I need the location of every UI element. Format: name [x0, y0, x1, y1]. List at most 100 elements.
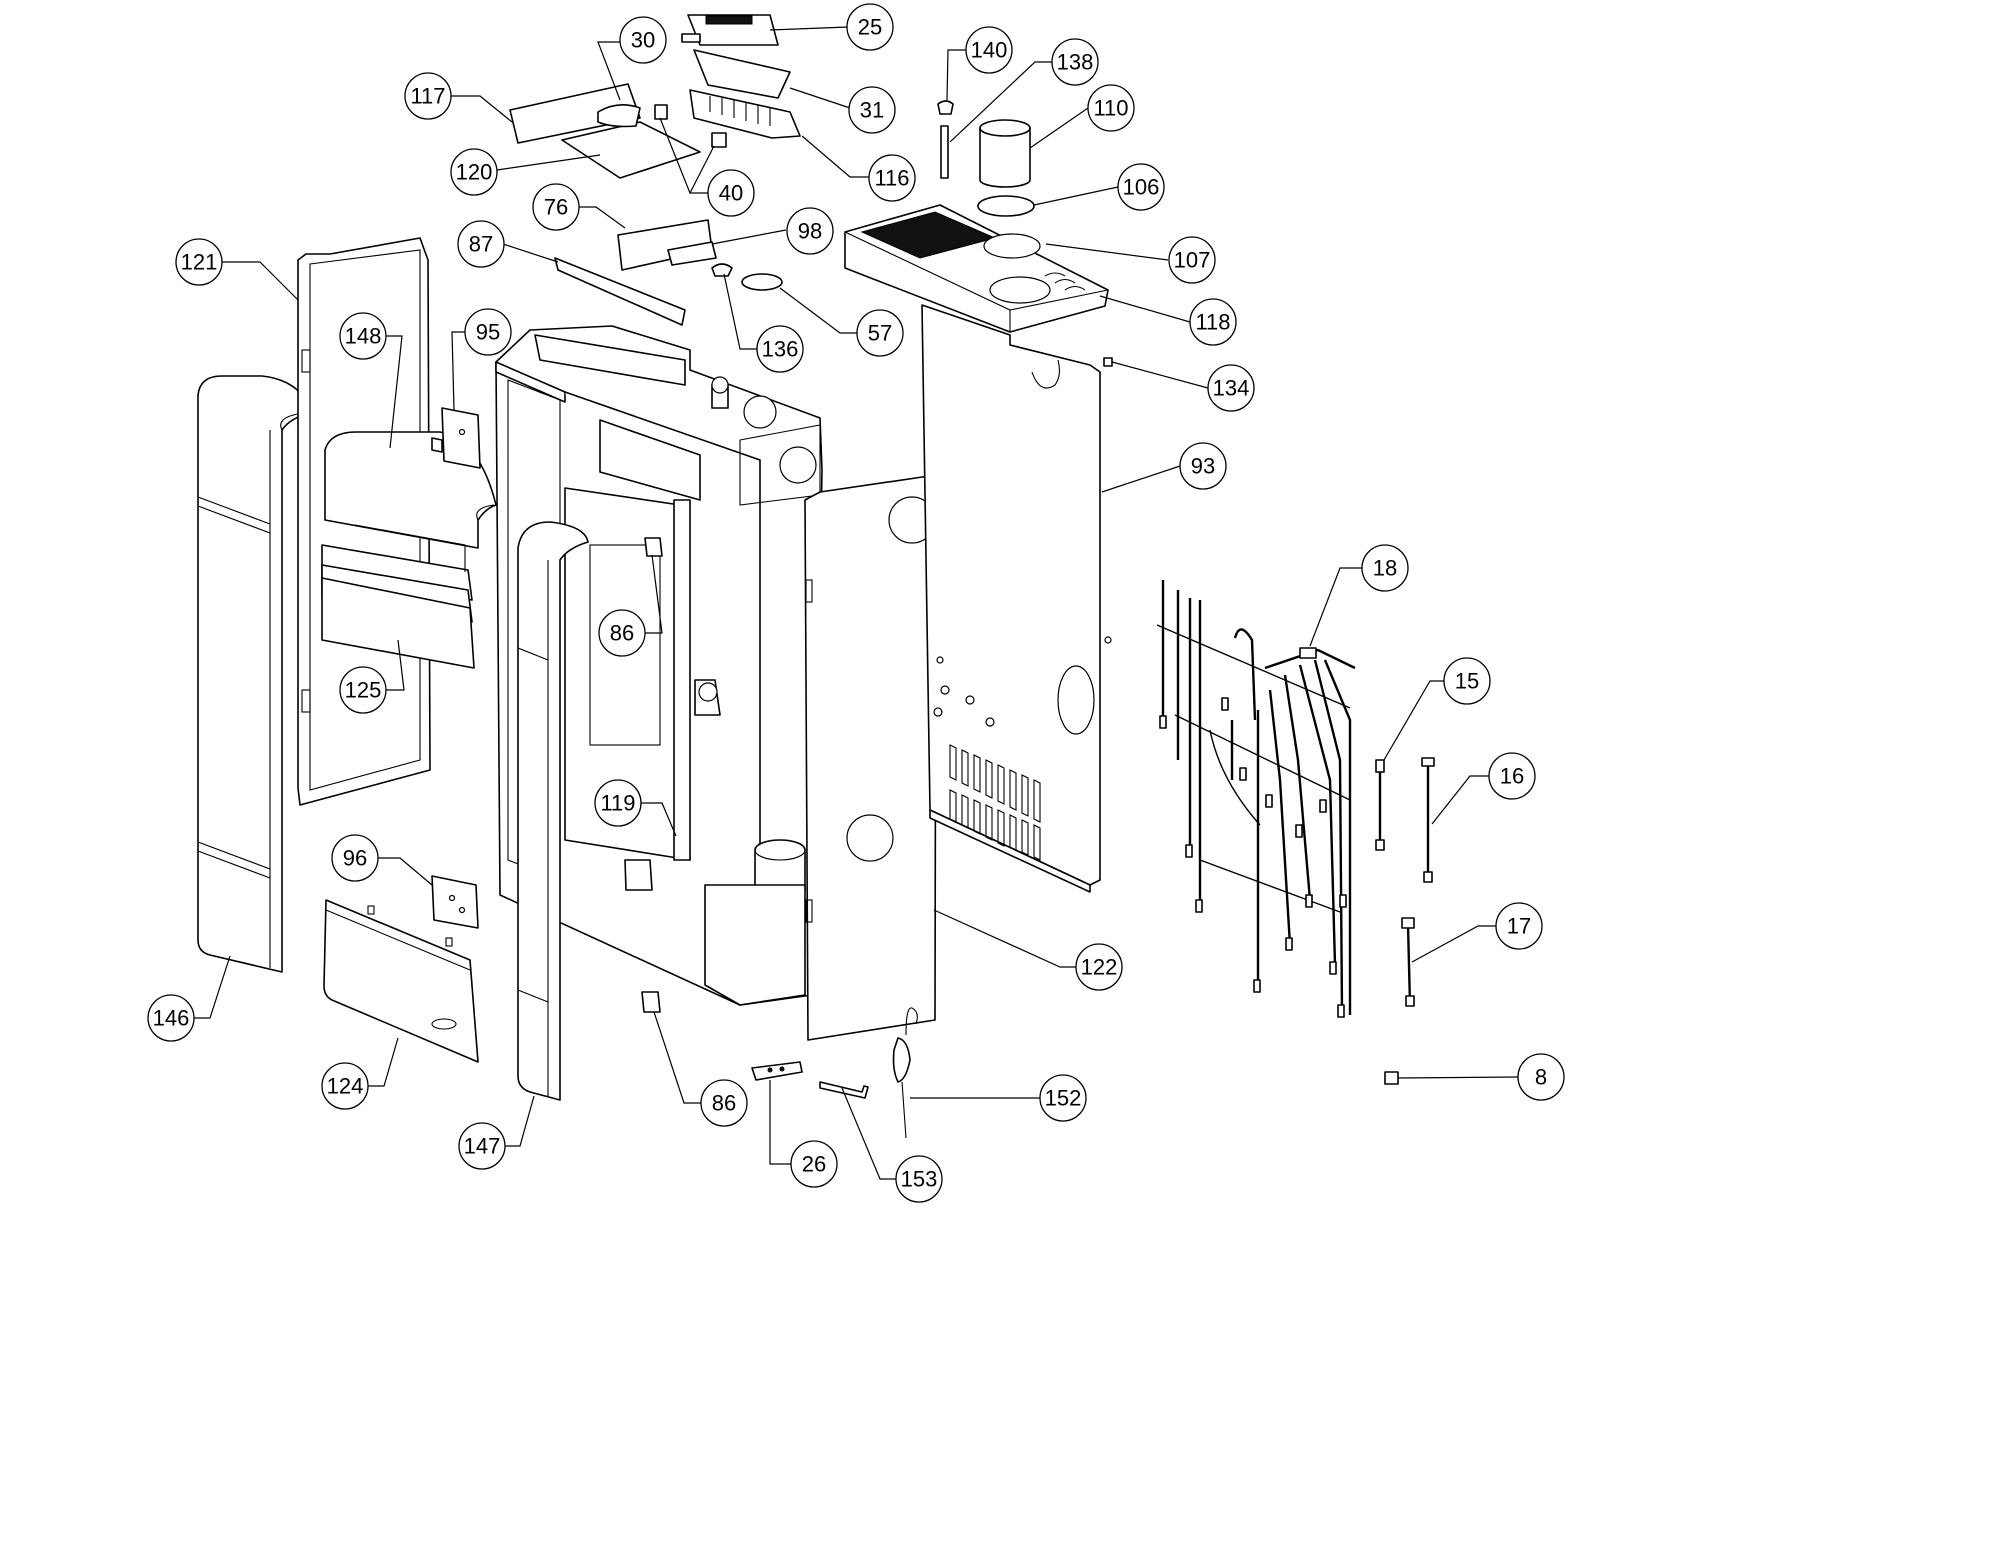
callout-57: 57 [856, 309, 904, 357]
callout-circle [707, 169, 755, 217]
callout-circle [846, 3, 894, 51]
callout-18: 18 [1361, 544, 1409, 592]
callout-label: 76 [544, 195, 568, 220]
callout-label: 93 [1191, 454, 1215, 479]
part-57-gasket [741, 273, 783, 291]
callout-label: 107 [1174, 248, 1211, 273]
callout-circle [464, 308, 512, 356]
callout-label: 146 [153, 1006, 190, 1031]
part-87-rail [554, 257, 686, 326]
callout-circle [965, 26, 1013, 74]
callout-107: 107 [1168, 236, 1216, 284]
callout-146: 146 [147, 994, 195, 1042]
part-119-strip [673, 499, 691, 861]
callout-136: 136 [756, 325, 804, 373]
callout-98: 98 [786, 207, 834, 255]
callout-label: 138 [1057, 50, 1094, 75]
callout-circle [868, 154, 916, 202]
callout-label: 86 [712, 1091, 736, 1116]
part-147-front-pillar [517, 521, 589, 1101]
part-31-hopper [693, 49, 791, 99]
callout-label: 57 [868, 321, 892, 346]
callout-circle [532, 183, 580, 231]
callout-label: 153 [901, 1167, 938, 1192]
callout-circle [1168, 236, 1216, 284]
callout-circle [457, 220, 505, 268]
exploded-parts-diagram: 2530117311401381101201164010676988712110… [147, 3, 1565, 1203]
part-138-rod [940, 125, 949, 179]
callout-label: 121 [181, 250, 218, 275]
callout-circle [1051, 38, 1099, 86]
callout-134: 134 [1207, 364, 1255, 412]
part-16-cable [1421, 757, 1435, 883]
part-96-bracket [431, 875, 479, 929]
part-86-clip-upper [644, 537, 663, 557]
callout-110: 110 [1087, 84, 1135, 132]
callout-circle [848, 86, 896, 134]
callout-circle [1189, 298, 1237, 346]
callout-label: 87 [469, 232, 493, 257]
callout-circle [1517, 1053, 1565, 1101]
callout-circle [619, 16, 667, 64]
callout-17: 17 [1495, 902, 1543, 950]
part-120-plate [561, 121, 701, 179]
callout-label: 148 [345, 324, 382, 349]
callout-label: 136 [762, 337, 799, 362]
part-95-bracket [431, 407, 481, 469]
callout-label: 122 [1081, 955, 1118, 980]
part-30-disc [597, 104, 641, 128]
callout-93: 93 [1179, 442, 1227, 490]
part-125-grille [321, 524, 475, 669]
part-93-rear-panel [921, 304, 1112, 893]
callout-8: 8 [1517, 1053, 1565, 1101]
callout-138: 138 [1051, 38, 1099, 86]
callout-circle [1179, 442, 1227, 490]
part-18-wiring-harness [1156, 580, 1356, 1018]
callout-circle [786, 207, 834, 255]
part-106-gasket [977, 195, 1035, 217]
part-17-sensor [1401, 917, 1415, 1007]
callout-26: 26 [790, 1140, 838, 1188]
callout-circle [321, 1062, 369, 1110]
part-122-right-side-panel [804, 474, 937, 1041]
part-26-remote [751, 1061, 803, 1081]
parts-drawing [197, 14, 1435, 1139]
callout-120: 120 [450, 148, 498, 196]
callout-label: 96 [343, 846, 367, 871]
callout-152: 152 [1039, 1074, 1087, 1122]
callout-106: 106 [1117, 163, 1165, 211]
callout-circle [1075, 943, 1123, 991]
callout-circle [1087, 84, 1135, 132]
callout-circle [1488, 752, 1536, 800]
callout-25: 25 [846, 3, 894, 51]
part-8-fuse [1384, 1071, 1399, 1085]
callout-circle [1495, 902, 1543, 950]
callout-117: 117 [404, 72, 452, 120]
callout-label: 119 [600, 791, 635, 816]
callout-label: 125 [345, 678, 382, 703]
callout-96: 96 [331, 834, 379, 882]
callout-circle [147, 994, 195, 1042]
callout-circle [895, 1155, 943, 1203]
callout-label: 152 [1045, 1086, 1082, 1111]
callout-125: 125 [339, 666, 387, 714]
callout-label: 124 [327, 1074, 364, 1099]
callout-95: 95 [464, 308, 512, 356]
part-124-drawer-front [323, 899, 479, 1063]
callout-circle [856, 309, 904, 357]
callout-label: 15 [1455, 669, 1479, 694]
callout-16: 16 [1488, 752, 1536, 800]
callout-label: 116 [874, 166, 909, 191]
callout-label: 118 [1195, 310, 1230, 335]
part-86-clip-lower [641, 991, 661, 1013]
callout-circle [331, 834, 379, 882]
part-140-knob [937, 100, 954, 115]
callout-label: 117 [410, 84, 445, 109]
callout-circle [339, 312, 387, 360]
part-152-hook-tool [892, 1007, 918, 1139]
callout-circle [458, 1122, 506, 1170]
callout-121: 121 [175, 238, 223, 286]
callout-label: 30 [631, 28, 655, 53]
callout-label: 16 [1500, 764, 1524, 789]
